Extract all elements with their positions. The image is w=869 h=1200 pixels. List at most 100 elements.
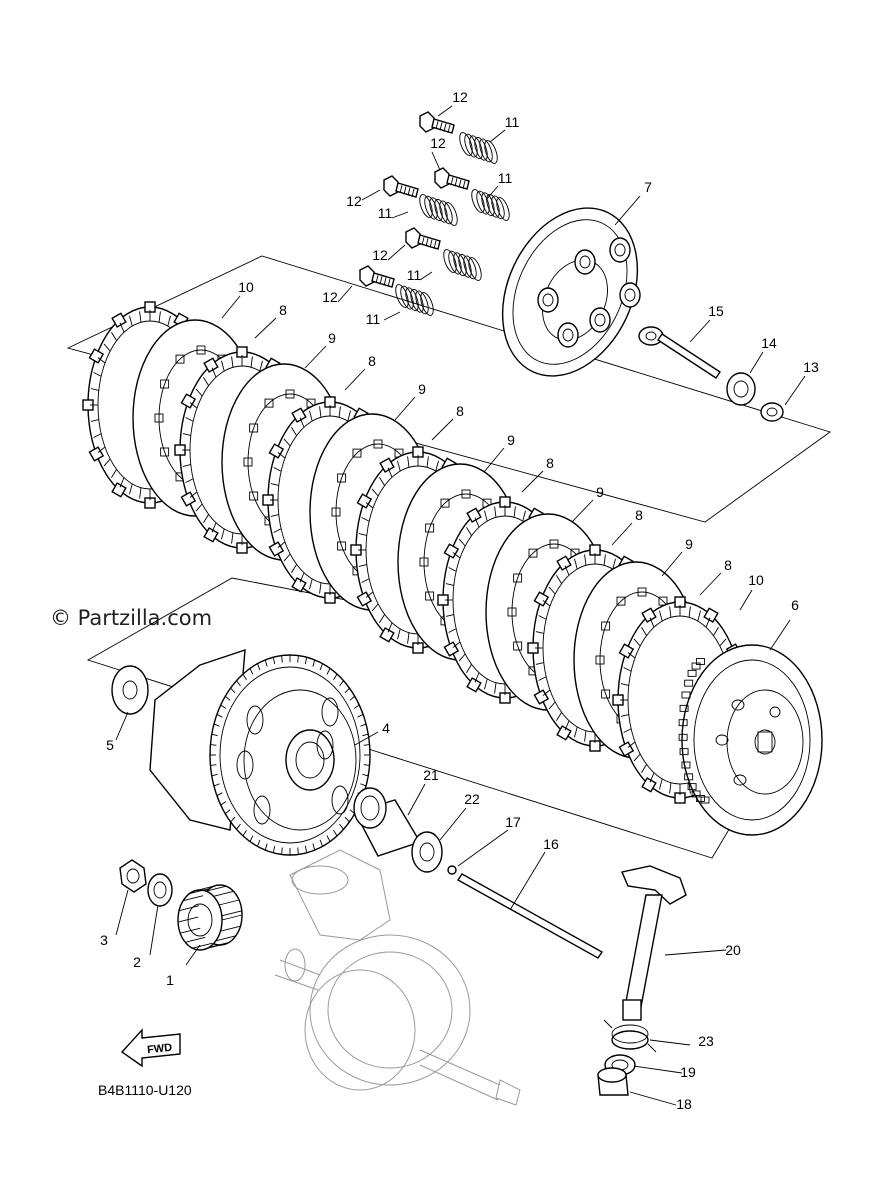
leader-line bbox=[419, 271, 433, 281]
leader-line bbox=[431, 151, 441, 171]
bolt-icon bbox=[419, 111, 455, 134]
callout-8: 8 bbox=[724, 557, 732, 573]
callout-8: 8 bbox=[368, 353, 376, 369]
callout-4: 4 bbox=[382, 720, 390, 736]
callout-3: 3 bbox=[100, 932, 108, 948]
callout-numbers: 1234567888888999991010111111111112121212… bbox=[100, 89, 819, 1112]
leader-line bbox=[521, 470, 544, 493]
callout-23: 23 bbox=[698, 1033, 714, 1049]
bolt-icon bbox=[405, 227, 441, 250]
spring-icon bbox=[443, 249, 482, 281]
callout-9: 9 bbox=[596, 484, 604, 500]
leader-line bbox=[394, 396, 416, 421]
leader-line bbox=[661, 551, 683, 577]
bolt-icon bbox=[383, 175, 419, 198]
callout-9: 9 bbox=[418, 381, 426, 397]
leader-line bbox=[769, 619, 791, 651]
callout-2: 2 bbox=[133, 954, 141, 970]
push-lever-axle bbox=[621, 865, 687, 1021]
leader-line bbox=[431, 418, 454, 441]
leader-line bbox=[457, 829, 509, 867]
leader-line bbox=[221, 295, 241, 319]
leader-line bbox=[633, 1065, 683, 1074]
callout-12: 12 bbox=[346, 193, 362, 209]
clutch-bolts bbox=[359, 111, 470, 288]
leader-line bbox=[391, 211, 409, 219]
leader-line bbox=[485, 185, 499, 201]
clutch-springs bbox=[395, 132, 510, 316]
bolt-icon bbox=[434, 167, 470, 190]
leader-line bbox=[749, 351, 764, 374]
leader-line bbox=[664, 949, 727, 956]
push-rod-long bbox=[456, 873, 604, 959]
callout-8: 8 bbox=[456, 403, 464, 419]
nut bbox=[119, 859, 147, 893]
leader-line bbox=[387, 244, 406, 261]
leader-line bbox=[407, 783, 426, 816]
fwd-label: FWD bbox=[147, 1042, 173, 1057]
callout-14: 14 bbox=[761, 335, 777, 351]
callout-8: 8 bbox=[279, 302, 287, 318]
callout-10: 10 bbox=[238, 279, 254, 295]
callout-12: 12 bbox=[322, 289, 338, 305]
leader-line bbox=[115, 711, 129, 741]
watermark-text: © Partzilla.com bbox=[50, 606, 212, 630]
push-rod-assembly bbox=[638, 326, 784, 422]
bearing bbox=[597, 1067, 629, 1096]
clutch-boss bbox=[678, 644, 823, 836]
leader-line bbox=[509, 851, 546, 911]
callout-11: 11 bbox=[366, 311, 381, 327]
leader-line bbox=[699, 572, 722, 596]
leader-line bbox=[115, 889, 129, 936]
callout-16: 16 bbox=[543, 836, 559, 852]
leader-line bbox=[361, 189, 381, 201]
callout-6: 6 bbox=[791, 597, 799, 613]
clutch-housing bbox=[149, 649, 371, 856]
callout-12: 12 bbox=[452, 89, 468, 105]
plate-stack-outline bbox=[66, 255, 831, 523]
leader-line bbox=[614, 195, 641, 226]
callout-7: 7 bbox=[644, 179, 652, 195]
leader-line bbox=[149, 904, 159, 956]
leader-line bbox=[304, 345, 327, 369]
clutch-plate-stack bbox=[82, 301, 748, 804]
callout-5: 5 bbox=[106, 737, 114, 753]
return-spring bbox=[603, 1019, 657, 1053]
leader-line bbox=[739, 589, 753, 611]
leader-line bbox=[437, 105, 453, 117]
callout-9: 9 bbox=[507, 432, 515, 448]
callout-8: 8 bbox=[546, 455, 554, 471]
spring-icon bbox=[459, 132, 498, 164]
callout-20: 20 bbox=[725, 942, 741, 958]
spring-icon bbox=[395, 284, 434, 316]
leader-line bbox=[689, 319, 711, 343]
leader-line bbox=[571, 499, 594, 523]
callout-8: 8 bbox=[635, 507, 643, 523]
callout-22: 22 bbox=[464, 791, 480, 807]
leader-line bbox=[439, 807, 467, 841]
callout-17: 17 bbox=[505, 814, 521, 830]
diagram-code: B4B1110-U120 bbox=[98, 1082, 192, 1098]
leader-line bbox=[383, 311, 401, 321]
callout-15: 15 bbox=[708, 303, 724, 319]
callout-18: 18 bbox=[676, 1096, 692, 1112]
leader-line bbox=[784, 375, 806, 406]
callout-13: 13 bbox=[803, 359, 819, 375]
spring-icon bbox=[419, 194, 458, 226]
leader-line bbox=[344, 368, 366, 391]
callout-11: 11 bbox=[498, 170, 513, 186]
leader-line bbox=[649, 1039, 691, 1046]
leader-line bbox=[611, 522, 633, 546]
leader-line bbox=[354, 731, 379, 746]
spacer-washer-ball bbox=[353, 787, 457, 875]
callout-19: 19 bbox=[680, 1064, 696, 1080]
leader-line bbox=[629, 1091, 677, 1106]
callout-11: 11 bbox=[378, 205, 393, 221]
leader-line bbox=[337, 285, 353, 303]
fwd-arrow: FWD bbox=[120, 1028, 181, 1068]
leader-line bbox=[185, 944, 201, 966]
primary-drive-gear bbox=[177, 884, 243, 951]
lock-washer bbox=[147, 873, 173, 907]
spring-icon bbox=[471, 189, 510, 221]
